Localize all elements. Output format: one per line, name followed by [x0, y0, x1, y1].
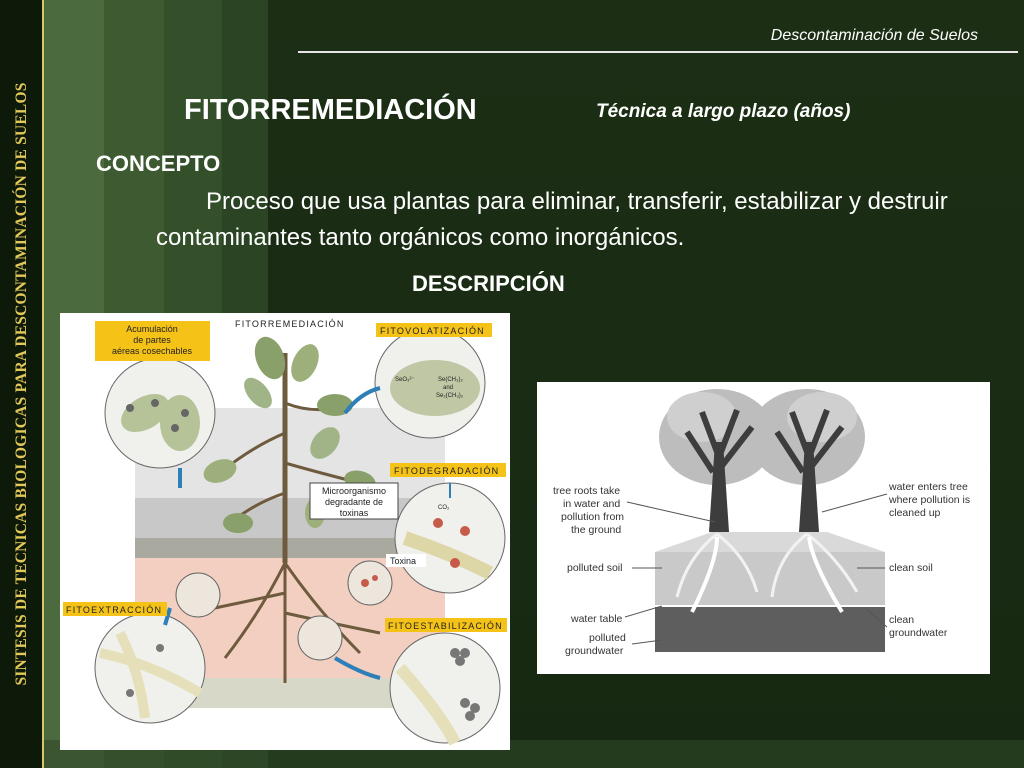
label-chem-3: and — [443, 385, 453, 391]
phytoremediation-diagram: Acumulación de partes aéreas cosechables… — [60, 313, 510, 750]
label-enters-3: cleaned up — [889, 507, 941, 519]
tree-groundwater-diagram: tree roots take in water and pollution f… — [537, 382, 990, 674]
label-polluted-soil: polluted soil — [567, 562, 622, 574]
header-divider — [298, 51, 1018, 53]
concept-heading: CONCEPTO — [96, 151, 221, 176]
label-water-table: water table — [570, 613, 623, 625]
label-accumulation-1: Acumulación — [126, 324, 178, 334]
slide-subtitle: Técnica a largo plazo (años) — [596, 101, 851, 122]
label-roots-3: pollution from — [561, 511, 624, 523]
label-chem-2: Se(CH₃)₂ — [438, 377, 463, 383]
label-clean-gw-1: clean — [889, 614, 914, 626]
label-microorganism-2: degradante de — [325, 497, 383, 507]
label-phytovolatilization: FITOVOLATIZACIÓN — [380, 326, 485, 336]
label-polluted-gw-2: groundwater — [565, 645, 624, 657]
label-phytostabilization: FITOESTABILIZACIÓN — [388, 621, 503, 631]
label-roots-4: the ground — [571, 524, 621, 536]
vertical-sidebar: SINTESIS DE TECNICAS BIOLOGICAS PARA DES… — [0, 0, 44, 768]
label-clean-soil: clean soil — [889, 562, 933, 574]
label-chem-1: SeO₃²⁻ — [395, 377, 415, 383]
slide-title: FITORREMEDIACIÓN — [184, 94, 477, 126]
header-title: Descontaminación de Suelos — [770, 27, 978, 44]
description-heading: DESCRIPCIÓN — [412, 271, 565, 296]
label-phytoremediation: FITORREMEDIACIÓN — [235, 319, 345, 329]
label-co2: CO₂ — [438, 505, 450, 511]
label-accumulation-2: de partes — [133, 335, 171, 345]
concept-text: Proceso que usa plantas para eliminar, t… — [156, 188, 948, 251]
label-polluted-gw-1: polluted — [589, 632, 626, 644]
label-clean-gw-2: groundwater — [889, 627, 948, 639]
sidebar-title: SINTESIS DE TECNICAS BIOLOGICAS PARA DES… — [13, 82, 30, 686]
label-chem-4: Se₂(CH₃)₂ — [436, 393, 464, 399]
label-enters-2: where pollution is — [888, 494, 970, 506]
label-roots-1: tree roots take — [553, 485, 620, 497]
label-toxin: Toxina — [390, 556, 416, 566]
label-enters-1: water enters tree — [888, 481, 968, 493]
label-microorganism-1: Microorganismo — [322, 486, 386, 496]
label-phytoextraction: FITOEXTRACCIÓN — [66, 605, 162, 615]
label-phytodegradation: FITODEGRADACIÓN — [394, 466, 499, 476]
label-microorganism-3: toxinas — [340, 508, 369, 518]
label-accumulation-3: aéreas cosechables — [112, 346, 193, 356]
label-roots-2: in water and — [563, 498, 620, 510]
